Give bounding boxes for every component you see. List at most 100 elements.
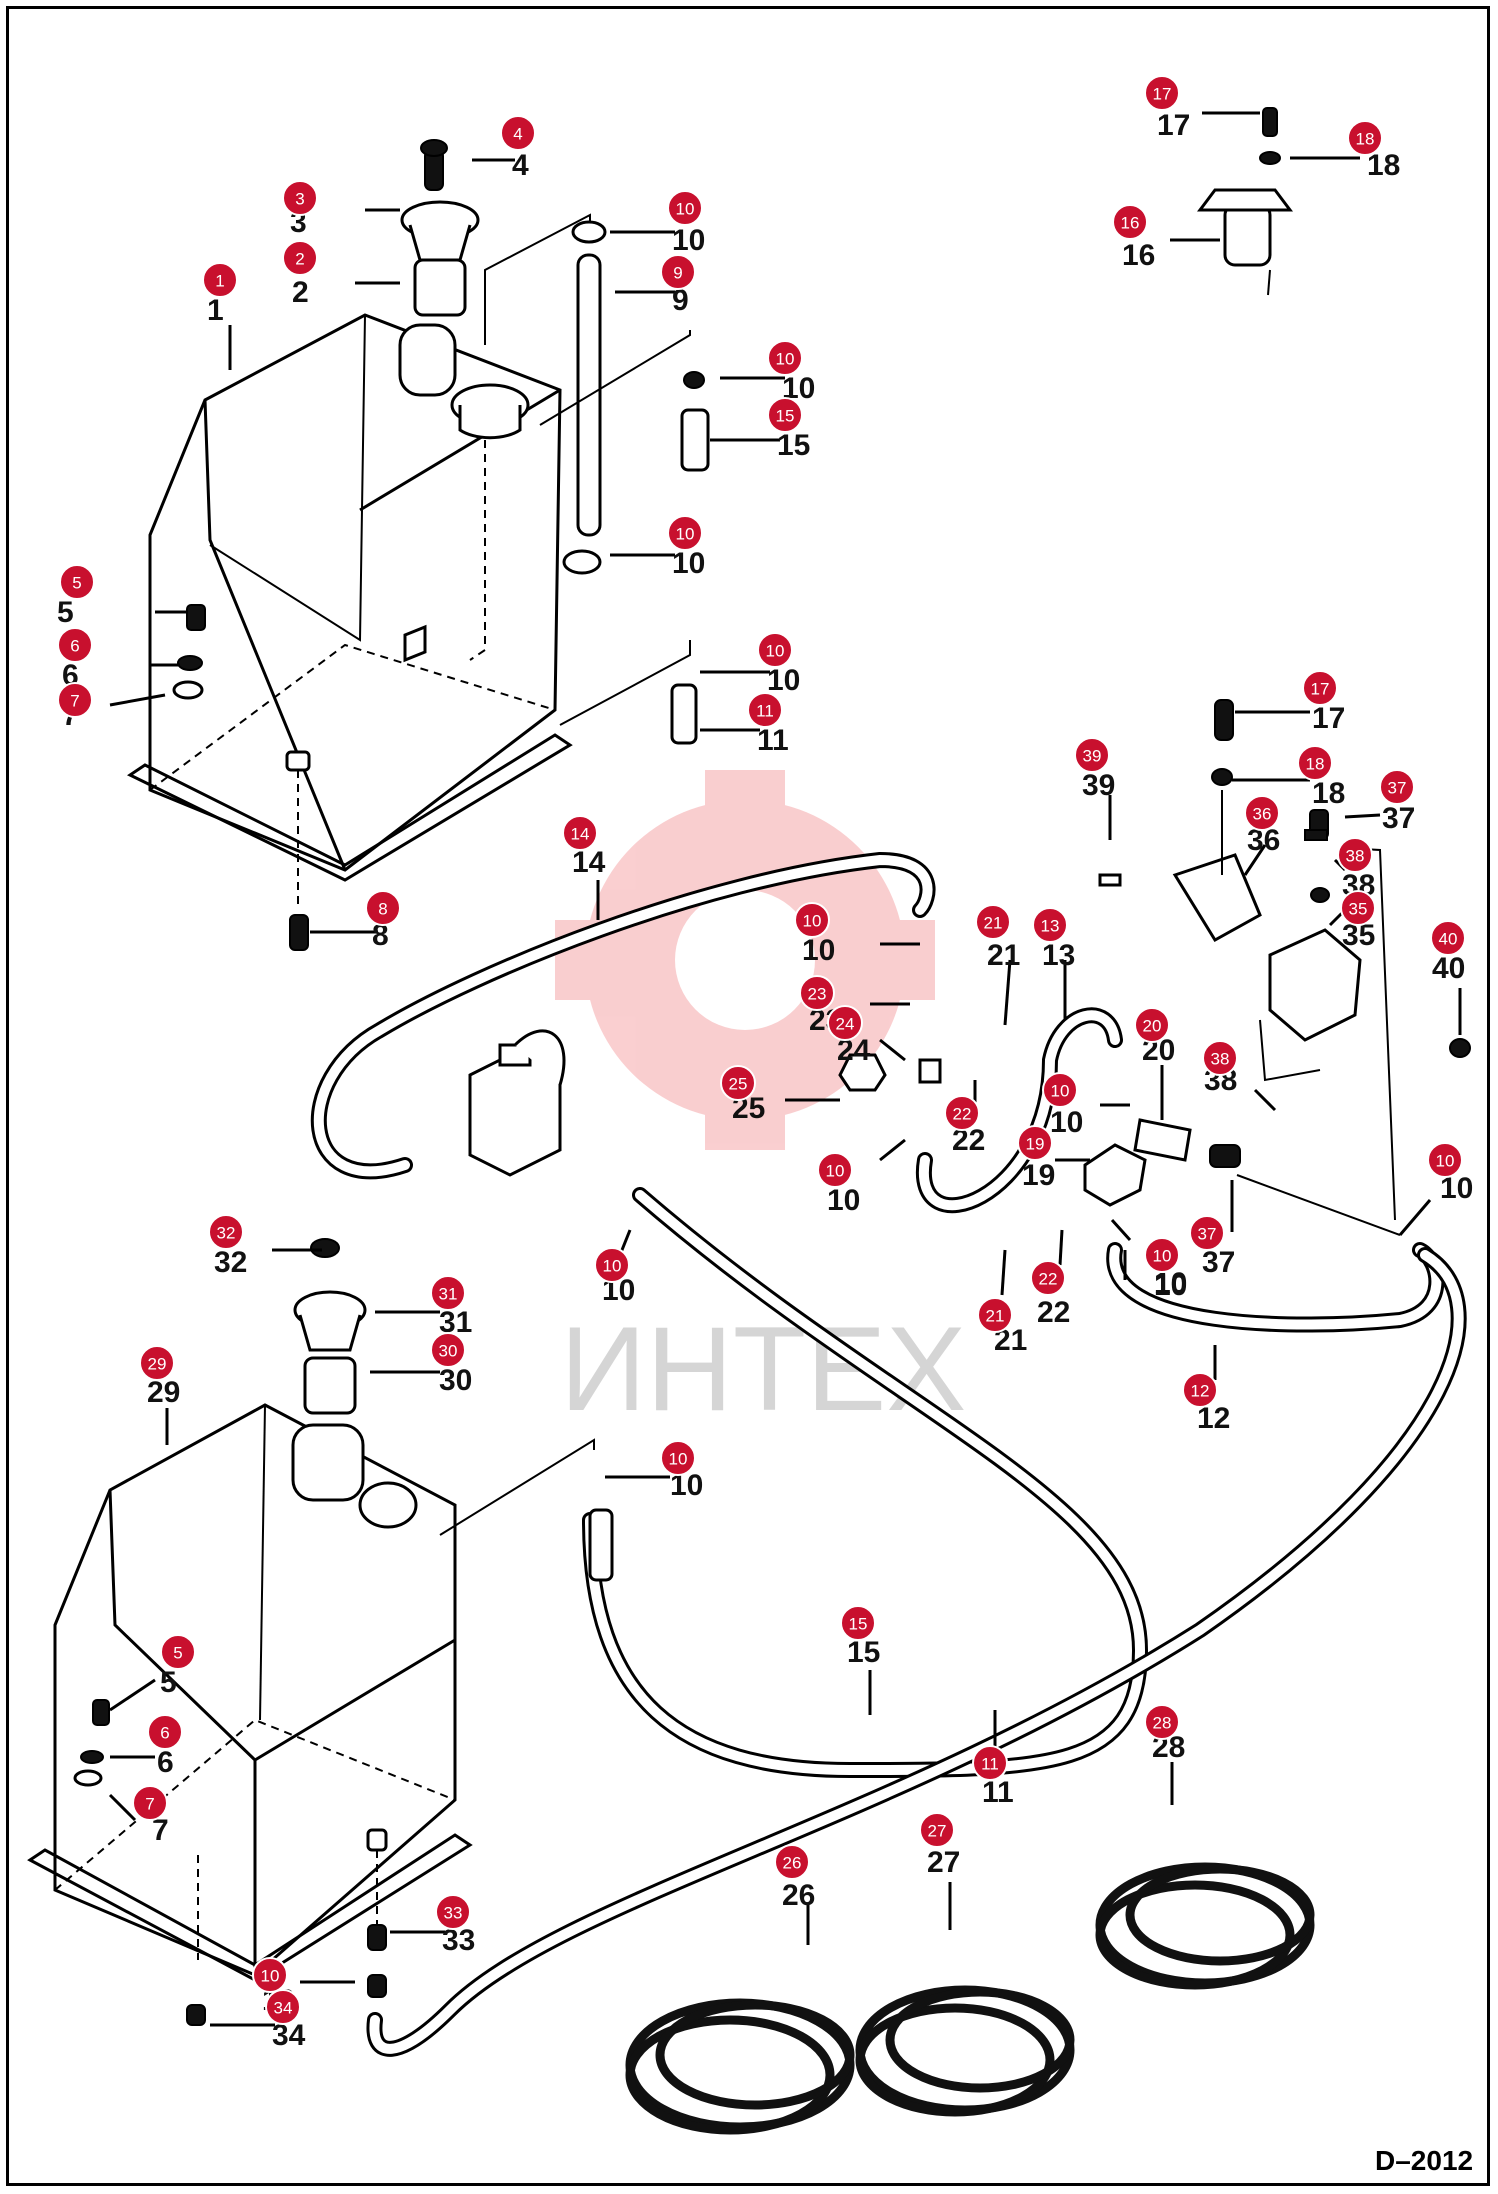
- callout-badge[interactable]: 4: [500, 115, 536, 151]
- callout-badge-circle[interactable]: [1244, 795, 1280, 831]
- callout-badge[interactable]: 9: [660, 254, 696, 290]
- callout-badge-circle[interactable]: [202, 262, 238, 298]
- callout-badge-circle[interactable]: [1340, 890, 1376, 926]
- callout-badge[interactable]: 24: [827, 1005, 863, 1041]
- callout-badge-circle[interactable]: [1297, 745, 1333, 781]
- callout-badge-circle[interactable]: [840, 1605, 876, 1641]
- callout-badge[interactable]: 11: [972, 1745, 1008, 1781]
- callout-badge[interactable]: 22: [1030, 1260, 1066, 1296]
- callout-badge-circle[interactable]: [160, 1634, 196, 1670]
- callout-badge-circle[interactable]: [1427, 1142, 1463, 1178]
- callout-badge[interactable]: 10: [1042, 1072, 1078, 1108]
- callout-badge[interactable]: 21: [977, 1297, 1013, 1333]
- callout-badge-circle[interactable]: [767, 340, 803, 376]
- callout-badge-circle[interactable]: [660, 254, 696, 290]
- callout-badge-circle[interactable]: [435, 1894, 471, 1930]
- callout-badge[interactable]: 10: [817, 1152, 853, 1188]
- callout-badge[interactable]: 32: [208, 1214, 244, 1250]
- callout-badge-circle[interactable]: [667, 190, 703, 226]
- callout-badge[interactable]: 33: [435, 1894, 471, 1930]
- callout-badge[interactable]: 7: [132, 1785, 168, 1821]
- callout-badge-circle[interactable]: [774, 1844, 810, 1880]
- callout-badge-circle[interactable]: [794, 902, 830, 938]
- callout-badge-circle[interactable]: [594, 1247, 630, 1283]
- callout-badge-circle[interactable]: [660, 1440, 696, 1476]
- callout-badge[interactable]: 16: [1112, 204, 1148, 240]
- callout-badge[interactable]: 15: [840, 1605, 876, 1641]
- callout-badge-circle[interactable]: [972, 1745, 1008, 1781]
- callout-badge[interactable]: 1: [202, 262, 238, 298]
- callout-badge[interactable]: 10: [594, 1247, 630, 1283]
- callout-badge-circle[interactable]: [1144, 1704, 1180, 1740]
- callout-badge[interactable]: 18: [1297, 745, 1333, 781]
- callout-badge[interactable]: 40: [1430, 920, 1466, 956]
- callout-badge-circle[interactable]: [430, 1275, 466, 1311]
- callout-badge-circle[interactable]: [265, 1989, 301, 2025]
- callout-badge[interactable]: 14: [562, 815, 598, 851]
- callout-badge[interactable]: 27: [919, 1812, 955, 1848]
- callout-badge[interactable]: 10: [767, 340, 803, 376]
- callout-badge-circle[interactable]: [1337, 837, 1373, 873]
- callout-badge-circle[interactable]: [767, 397, 803, 433]
- callout-badge[interactable]: 34: [265, 1989, 301, 2025]
- callout-badge-circle[interactable]: [282, 180, 318, 216]
- callout-badge[interactable]: 30: [430, 1332, 466, 1368]
- callout-badge[interactable]: 5: [160, 1634, 196, 1670]
- callout-badge-circle[interactable]: [1144, 1237, 1180, 1273]
- callout-badge[interactable]: 35: [1340, 890, 1376, 926]
- callout-badge-circle[interactable]: [147, 1714, 183, 1750]
- callout-badge[interactable]: 31: [430, 1275, 466, 1311]
- callout-badge-circle[interactable]: [1430, 920, 1466, 956]
- callout-badge-circle[interactable]: [720, 1065, 756, 1101]
- callout-badge[interactable]: 7: [57, 682, 93, 718]
- callout-badge[interactable]: 25: [720, 1065, 756, 1101]
- callout-badge-circle[interactable]: [132, 1785, 168, 1821]
- callout-badge-circle[interactable]: [59, 564, 95, 600]
- callout-badge[interactable]: 10: [794, 902, 830, 938]
- callout-badge[interactable]: 10: [1144, 1237, 1180, 1273]
- callout-badge[interactable]: 29: [139, 1345, 175, 1381]
- callout-badge-circle[interactable]: [1030, 1260, 1066, 1296]
- callout-badge-circle[interactable]: [667, 515, 703, 551]
- callout-badge[interactable]: 3: [282, 180, 318, 216]
- callout-badge[interactable]: 10: [252, 1957, 288, 1993]
- callout-badge[interactable]: 18: [1347, 120, 1383, 156]
- callout-badge-circle[interactable]: [562, 815, 598, 851]
- callout-badge[interactable]: 37: [1189, 1215, 1225, 1251]
- callout-badge[interactable]: 11: [747, 692, 783, 728]
- callout-badge[interactable]: 2: [282, 240, 318, 276]
- callout-badge-circle[interactable]: [827, 1005, 863, 1041]
- callout-badge[interactable]: 10: [660, 1440, 696, 1476]
- callout-badge-circle[interactable]: [252, 1957, 288, 1993]
- callout-badge-circle[interactable]: [282, 240, 318, 276]
- callout-badge[interactable]: 10: [667, 190, 703, 226]
- callout-badge[interactable]: 8: [365, 890, 401, 926]
- callout-badge-circle[interactable]: [57, 627, 93, 663]
- callout-badge-circle[interactable]: [1189, 1215, 1225, 1251]
- callout-badge-circle[interactable]: [139, 1345, 175, 1381]
- callout-badge[interactable]: 12: [1182, 1372, 1218, 1408]
- callout-badge-circle[interactable]: [1074, 737, 1110, 773]
- callout-badge[interactable]: 22: [944, 1095, 980, 1131]
- callout-badge-circle[interactable]: [1112, 204, 1148, 240]
- callout-badge[interactable]: 13: [1032, 907, 1068, 943]
- callout-badge[interactable]: 20: [1134, 1007, 1170, 1043]
- callout-badge[interactable]: 26: [774, 1844, 810, 1880]
- callout-badge[interactable]: 6: [57, 627, 93, 663]
- callout-badge-circle[interactable]: [1042, 1072, 1078, 1108]
- callout-badge-circle[interactable]: [757, 632, 793, 668]
- callout-badge[interactable]: 38: [1337, 837, 1373, 873]
- callout-badge[interactable]: 21: [975, 904, 1011, 940]
- callout-badge[interactable]: 17: [1144, 75, 1180, 111]
- callout-badge[interactable]: 38: [1202, 1040, 1238, 1076]
- callout-badge-circle[interactable]: [365, 890, 401, 926]
- callout-badge[interactable]: 10: [757, 632, 793, 668]
- callout-badge-circle[interactable]: [975, 904, 1011, 940]
- callout-badge-circle[interactable]: [817, 1152, 853, 1188]
- callout-badge-circle[interactable]: [1202, 1040, 1238, 1076]
- callout-badge-circle[interactable]: [1347, 120, 1383, 156]
- callout-badge[interactable]: 10: [1427, 1142, 1463, 1178]
- callout-badge[interactable]: 10: [667, 515, 703, 551]
- callout-badge[interactable]: 5: [59, 564, 95, 600]
- callout-badge[interactable]: 39: [1074, 737, 1110, 773]
